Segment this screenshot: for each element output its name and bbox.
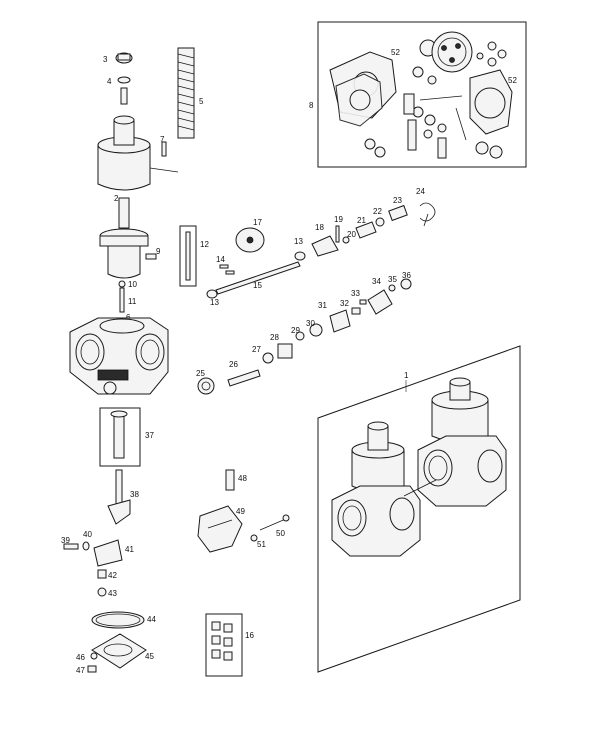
label-11: 11 [128, 297, 137, 306]
label-13: 13 [294, 237, 303, 246]
label-7: 7 [160, 135, 165, 144]
label-39: 39 [61, 536, 70, 545]
label-10: 10 [128, 280, 137, 289]
label-12: 12 [200, 240, 209, 249]
label-18: 18 [315, 223, 324, 232]
label-5: 5 [199, 97, 204, 106]
label-36: 36 [402, 271, 411, 280]
label-25: 25 [196, 369, 205, 378]
label-8: 8 [309, 101, 314, 110]
label-28: 28 [270, 333, 279, 342]
label-43: 43 [108, 589, 117, 598]
label-38: 38 [130, 490, 139, 499]
label-22: 22 [373, 207, 382, 216]
assembled-carburettors-box: 1 [317, 345, 521, 673]
label-31: 31 [318, 301, 327, 310]
label-17: 17 [253, 218, 262, 227]
label-9: 9 [156, 247, 161, 256]
label-33: 33 [351, 289, 360, 298]
label-21: 21 [357, 216, 366, 225]
label-1: 1 [404, 371, 409, 380]
label-2: 2 [114, 194, 119, 203]
label-29: 29 [291, 326, 300, 335]
label-42: 42 [108, 571, 117, 580]
label-40: 40 [83, 530, 92, 539]
label-45: 45 [145, 652, 154, 661]
carburettor-body [69, 317, 169, 395]
label-34: 34 [372, 277, 381, 286]
label-48: 48 [238, 474, 247, 483]
label-32: 32 [340, 299, 349, 308]
label-50: 50 [276, 529, 285, 538]
label-41: 41 [125, 545, 134, 554]
label-27: 27 [252, 345, 261, 354]
label-16: 16 [245, 631, 254, 640]
label-52: 52 [391, 48, 400, 57]
label-52: 52 [508, 76, 517, 85]
label-15: 15 [253, 281, 262, 290]
label-23: 23 [393, 196, 402, 205]
label-46: 46 [76, 653, 85, 662]
label-37: 37 [145, 431, 154, 440]
label-44: 44 [147, 615, 156, 624]
label-51: 51 [257, 540, 266, 549]
label-35: 35 [388, 275, 397, 284]
throttle-linkage-parts: 12 17 14 15 13 13 18 19 20 21 22 23 24 [179, 187, 436, 677]
label-14: 14 [216, 255, 225, 264]
label-13: 13 [210, 298, 219, 307]
carb-main-stack: 3 4 5 7 2 9 10 11 6 [61, 47, 204, 675]
label-24: 24 [416, 187, 425, 196]
label-49: 49 [236, 507, 245, 516]
label-30: 30 [306, 319, 315, 328]
label-19: 19 [334, 215, 343, 224]
label-47: 47 [76, 666, 85, 675]
label-4: 4 [107, 77, 112, 86]
gasket-kit-box: 52 52 8 [309, 21, 527, 168]
label-26: 26 [229, 360, 238, 369]
label-3: 3 [103, 55, 108, 64]
spring [177, 47, 195, 139]
label-20: 20 [347, 230, 356, 239]
